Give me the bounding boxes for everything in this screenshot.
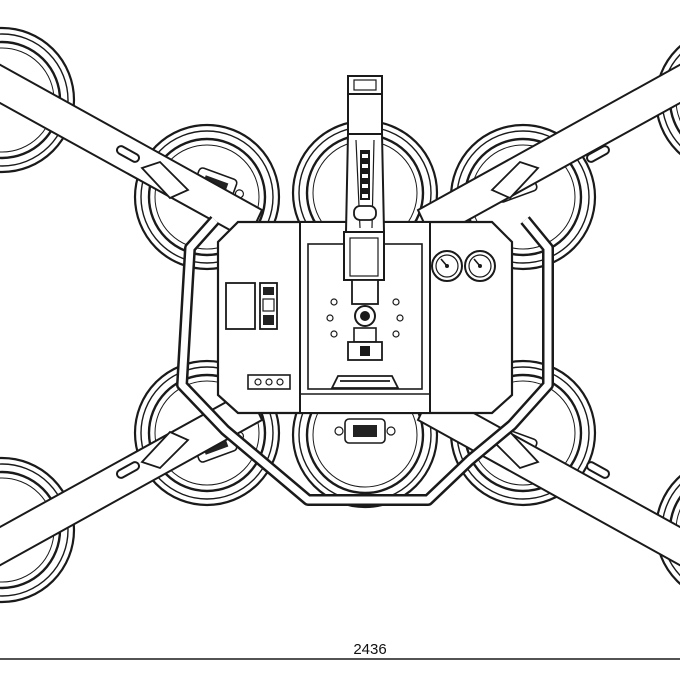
arm-top-left [0, 63, 264, 242]
bolt-pattern [326, 298, 404, 338]
beam-hatch [360, 150, 370, 200]
left-control-panel [225, 282, 291, 390]
vacuum-gauge-left [431, 250, 463, 282]
arm-top-right [416, 63, 680, 242]
cross-arms [0, 63, 680, 567]
lifting-beam [343, 75, 386, 361]
indicator-led-row [247, 374, 291, 390]
arm-bottom-left [0, 388, 264, 567]
switch-block [259, 282, 278, 330]
arm-collars [140, 160, 540, 470]
display-screen [225, 282, 256, 330]
bottom-handle [330, 375, 400, 389]
vacuum-gauges [431, 250, 496, 282]
overall-width-dimension: 2436 [0, 641, 680, 660]
dimension-label: 2436 [353, 641, 386, 658]
pivot-joint [347, 279, 383, 361]
vacuum-gauge-right [464, 250, 496, 282]
arm-bottom-right [416, 388, 680, 567]
tube-frame [176, 216, 554, 506]
